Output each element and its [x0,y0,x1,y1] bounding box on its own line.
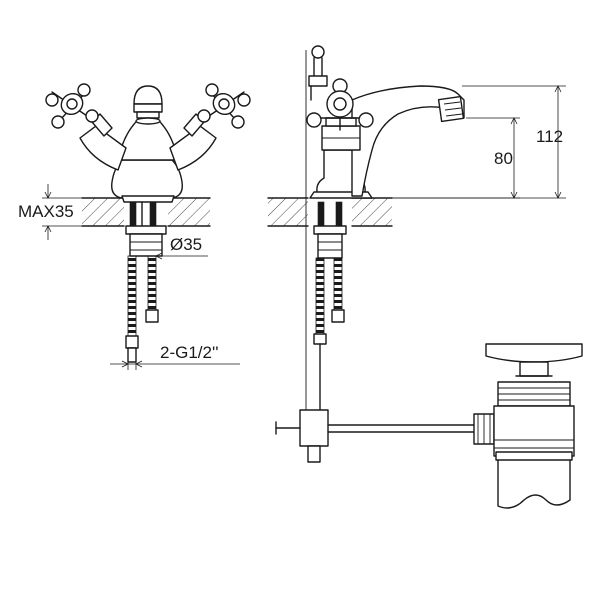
dimension-112: 112 [392,85,566,199]
pop-up-rod [305,45,328,420]
label-diameter: Ø35 [170,235,202,254]
pop-up-waste [473,343,583,509]
side-tap-body [309,85,465,199]
label-thread: 2-G1/2'' [160,343,218,362]
front-left-cross-handle [45,83,99,129]
label-max35: MAX35 [18,202,74,221]
side-view: 80 112 [267,45,583,509]
front-tap-body [79,85,217,203]
dimension-80: 80 [392,117,520,199]
side-cross-handle [306,78,374,131]
front-view: MAX35 Ø35 2-G1/2'' [18,83,251,370]
side-countertop [267,197,393,227]
front-shank-hoses [125,201,167,363]
dimension-diameter: Ø35 [155,235,208,260]
dimension-max35: MAX35 [18,184,82,240]
dimension-thread: 2-G1/2'' [110,343,240,370]
pop-up-linkage [275,409,481,463]
label-80: 80 [494,149,513,168]
label-112: 112 [536,127,563,146]
side-shank-hoses [313,201,347,413]
front-right-cross-handle [197,83,251,129]
